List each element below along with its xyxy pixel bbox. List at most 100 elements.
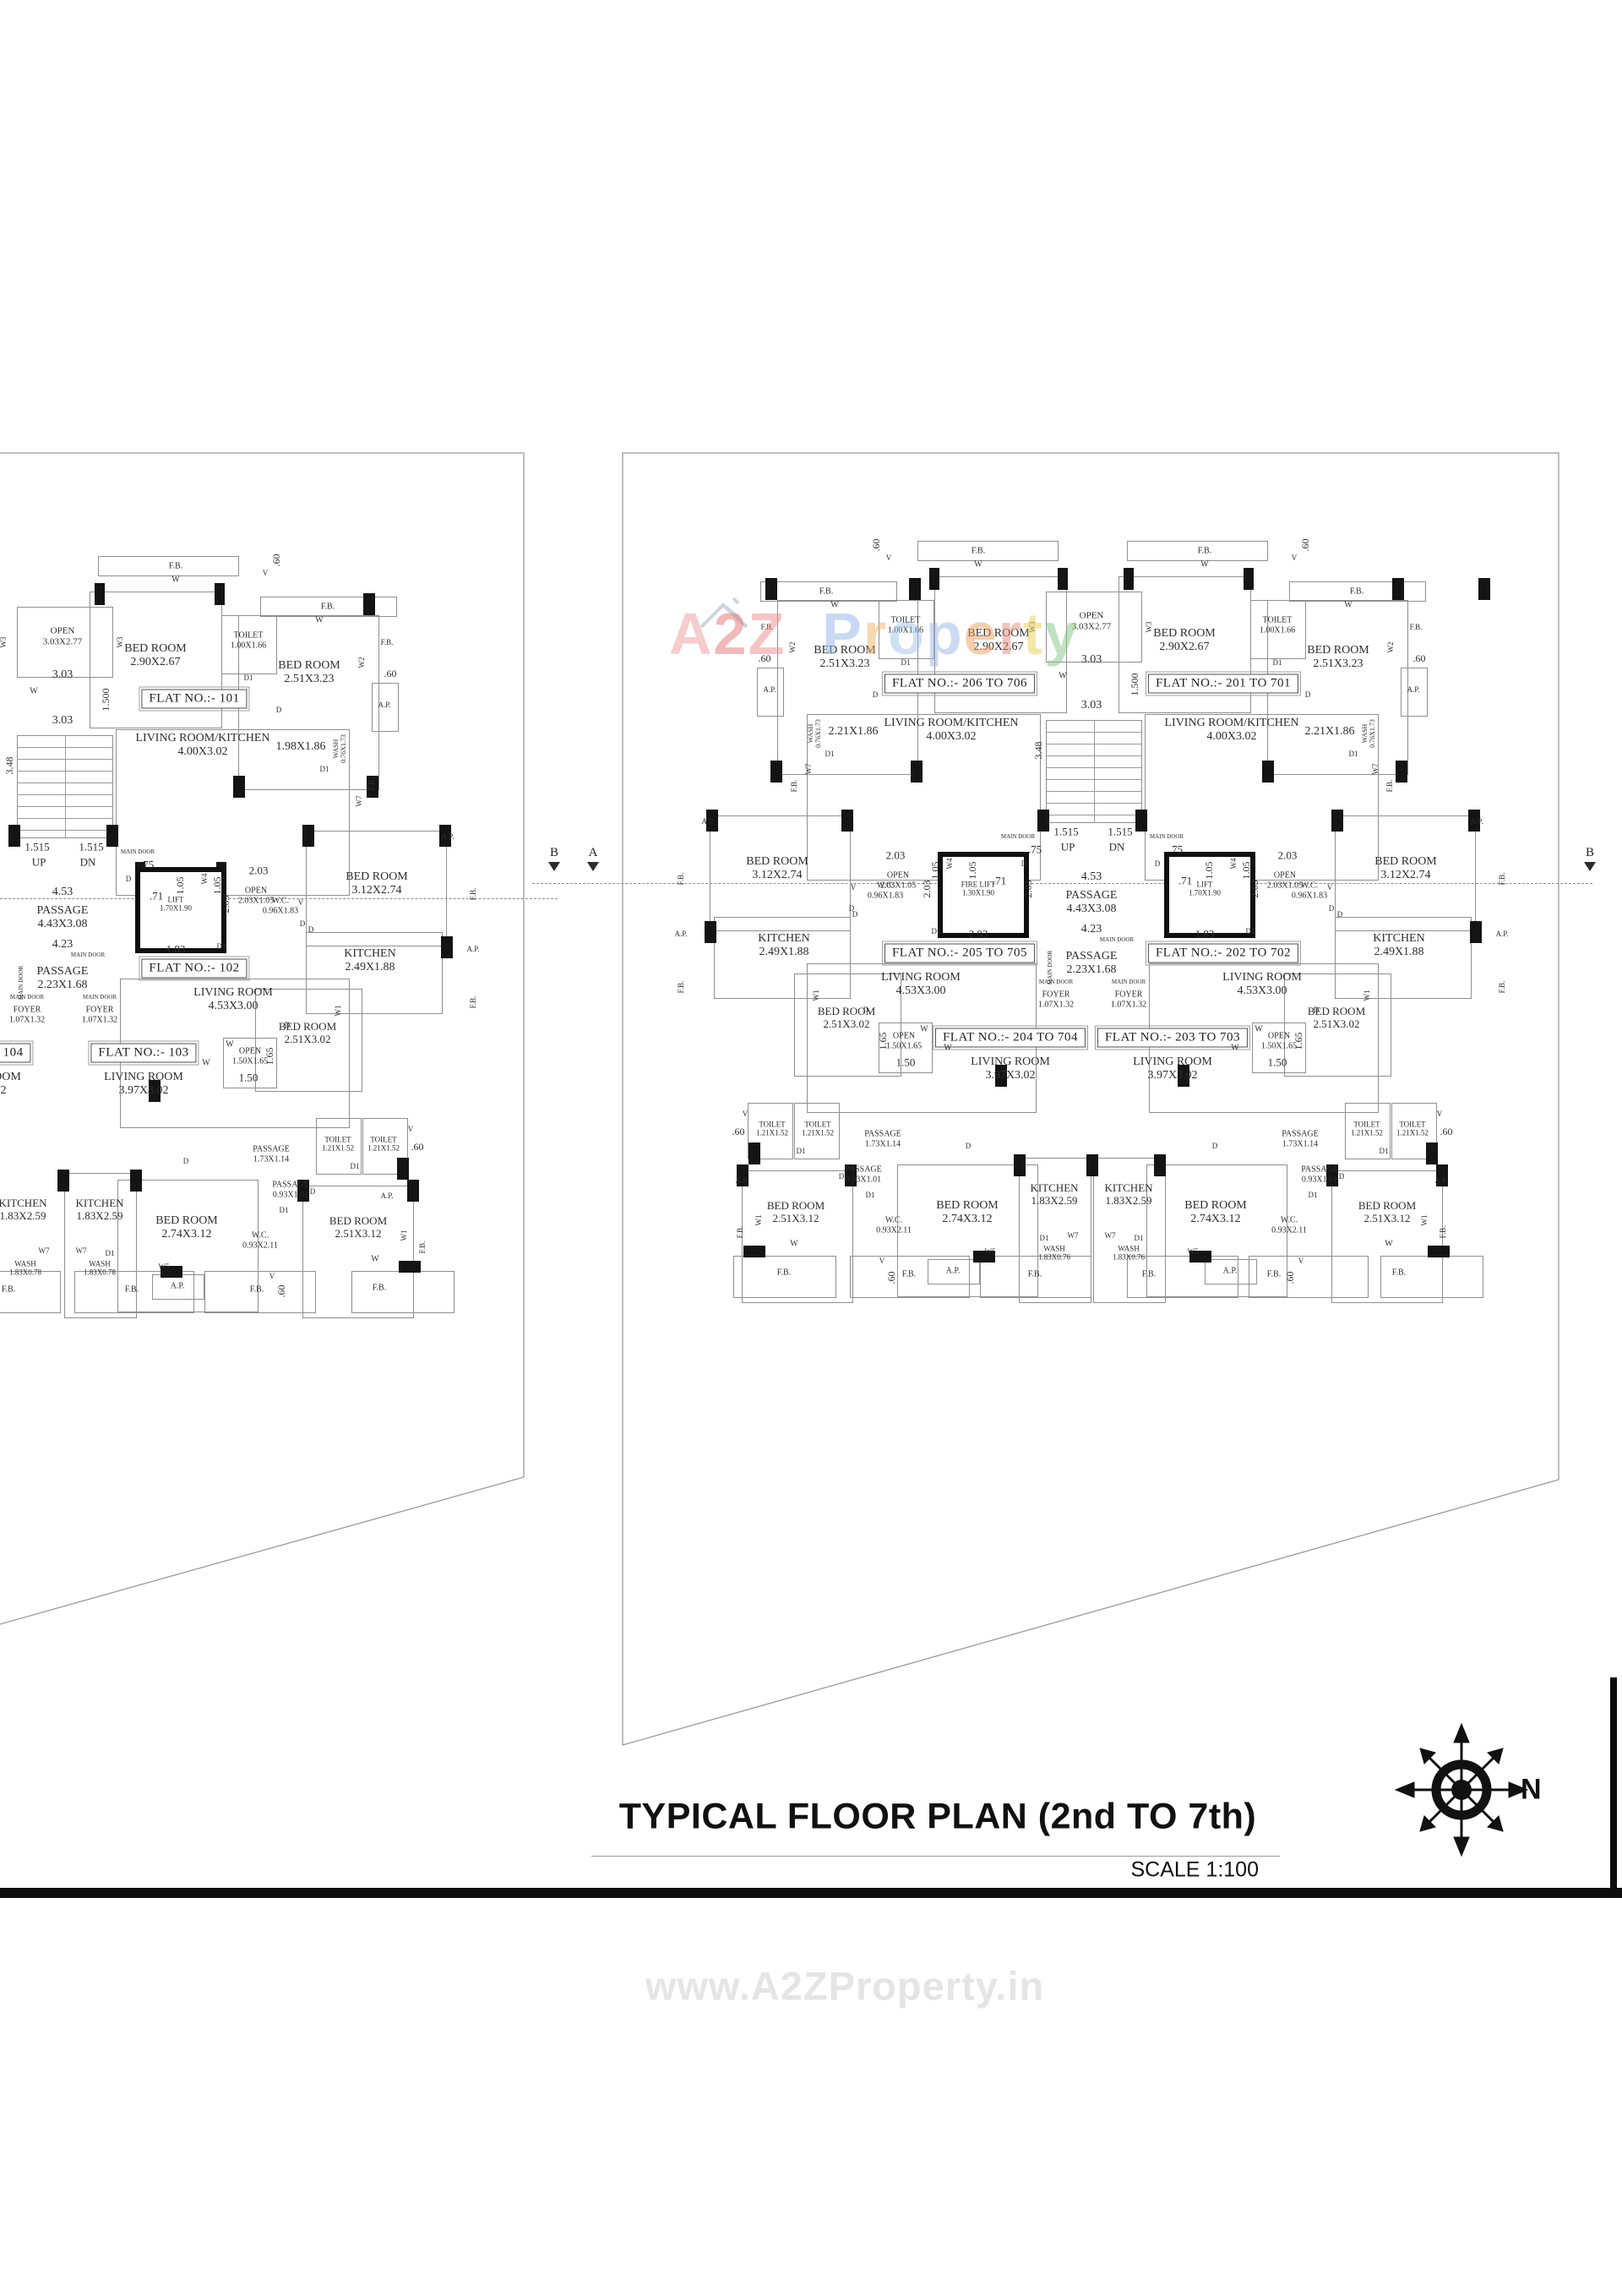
title-underline [591,1856,1280,1857]
room-label: D [1336,909,1343,919]
room-label: 1.65 [877,1032,890,1050]
room-outline [74,1271,194,1313]
room-outline [879,600,934,659]
wall-pillar [215,583,225,605]
room-label: .60 [1440,1126,1453,1138]
room-label: V [297,897,304,907]
room-label: MAIN DOOR [120,848,155,855]
room-label: D1 [796,1146,806,1155]
room-label: D [182,1156,189,1165]
room-outline [897,1164,1038,1297]
room-label: MAIN DOOR [82,993,117,1001]
room-label: .60 [1412,652,1426,665]
room-label: F.B. [1385,779,1394,793]
wall-pillar [439,825,451,847]
room-label: A.P. [1434,1175,1448,1185]
room-label: V [1291,553,1298,562]
wall-pillar [106,825,118,847]
room-label: W3 [1144,621,1153,633]
room-label: F.B. [468,995,477,1009]
wall-pillar [1468,810,1480,832]
room-outline [850,1256,970,1298]
room-outline [879,1023,933,1073]
section-marker-arrow [548,862,560,871]
wall-pillar [161,1266,182,1278]
brand-watermark-letter: r [863,601,889,667]
wall-pillar [1478,578,1490,600]
room-label: F.B. [1349,586,1364,597]
room-outline [64,1173,137,1318]
wall-pillar [1326,1164,1338,1186]
room-label: 3.48 [3,756,16,775]
room-label: 1.05 [1240,861,1253,880]
flat-number-box: FLAT NO.:- 203 TO 703 [1094,1025,1251,1050]
room-label: D [1328,903,1335,913]
staircase [1046,720,1142,823]
room-label: 2.03 [1249,880,1261,898]
room-label: A.P. [380,1191,394,1200]
room-outline [316,1118,362,1175]
wall-pillar [995,1065,1007,1087]
room-label: 2.03 [1022,880,1035,898]
room-label: W5 [1187,1246,1199,1256]
room-label: F.B. [372,1283,387,1293]
room-label: W2 [357,657,366,668]
room-label: D1 [105,1248,115,1257]
room-outline [917,541,1059,561]
room-label: .75 [1168,843,1184,856]
room-label: 2.03 [1277,848,1298,862]
room-outline [1146,1164,1287,1297]
room-label: F.B. [367,777,376,791]
room-label: .71 [992,874,1007,887]
room-label: D [1021,859,1027,868]
room-label: D [1304,690,1311,699]
room-outline [757,668,784,717]
sheet-title: TYPICAL FLOOR PLAN (2nd TO 7th) [618,1796,1257,1837]
wall-pillar [1428,1246,1450,1257]
room-label: D1 [1348,749,1358,758]
room-label: D1 [901,657,911,667]
watermark-house-icon [699,597,748,629]
room-outline [733,1256,836,1298]
wall-pillar [1262,761,1274,783]
room-label: W3 [0,636,8,648]
room-label: F.B. [819,586,834,597]
room-label: W [315,615,324,625]
room-label: W.C.0.96X1.83 [262,896,299,916]
room-outline [742,1170,853,1303]
room-label: W.C.0.93X2.11 [1271,1215,1307,1235]
room-label: 2.03 [220,895,232,913]
room-outline [1046,592,1142,663]
room-label: W1 [333,1005,342,1017]
section-line [532,883,1592,884]
room-label: 1.500 [100,688,112,712]
room-label: V [879,1256,885,1265]
room-outline [1119,576,1251,713]
room-label: F.B. [1497,980,1506,994]
brand-watermark-letter: o [888,601,926,667]
room-label: D [275,705,282,714]
room-label: V [262,568,269,577]
wall-pillar [1014,1154,1026,1176]
room-label: D1 [243,673,253,682]
room-label: A.P. [701,816,715,826]
room-label: D [872,690,879,699]
room-label: D1 [350,1161,360,1170]
